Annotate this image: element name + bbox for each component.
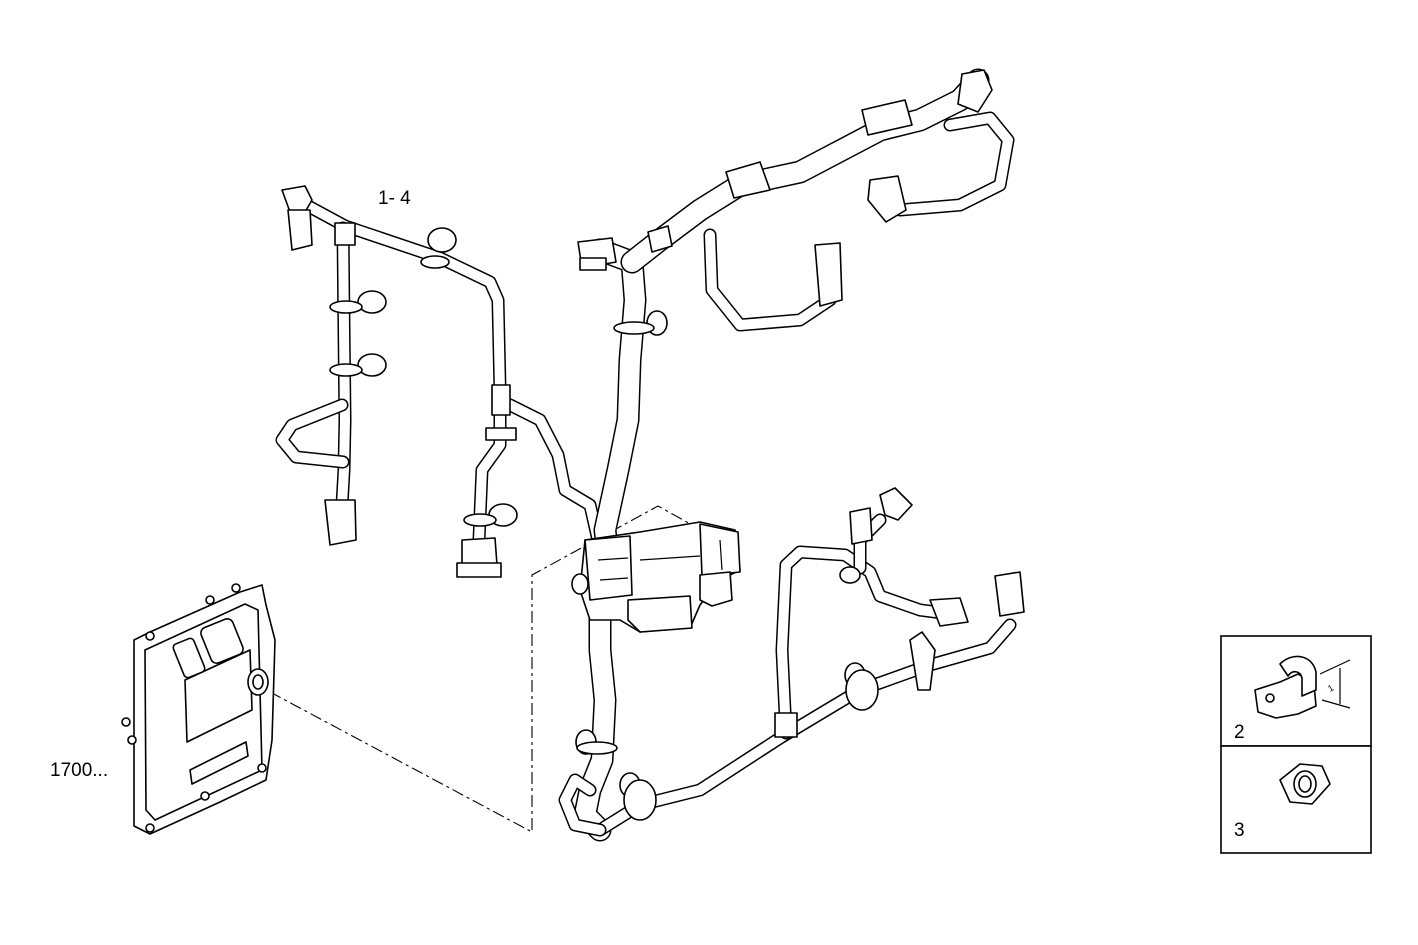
wiring-harness-left bbox=[275, 185, 605, 578]
label-harness: 1- 4 bbox=[378, 188, 411, 209]
ecu-unit bbox=[121, 583, 276, 835]
detail-box-clip bbox=[1220, 635, 1372, 747]
leader-lines bbox=[269, 505, 713, 833]
label-nut: 3 bbox=[1234, 820, 1245, 841]
label-clip: 2 bbox=[1234, 722, 1245, 743]
wiring-harness-lower bbox=[558, 487, 1025, 837]
label-ecu: 1700... bbox=[50, 760, 108, 781]
detail-box-nut bbox=[1220, 745, 1372, 854]
label-dimension: 1 bbox=[1326, 683, 1335, 694]
junction-block bbox=[571, 521, 741, 633]
